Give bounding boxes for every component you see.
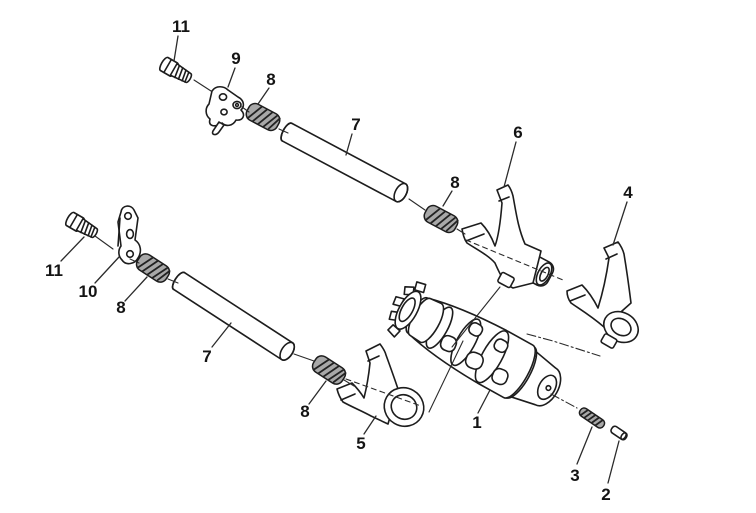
callout-1: 1: [472, 413, 481, 432]
part-spring-mid-right: [420, 202, 462, 236]
callout-6: 6: [513, 123, 522, 142]
callout-4: 4: [623, 183, 633, 202]
part-spring-left: [132, 250, 174, 286]
callout-11-upper: 11: [172, 17, 190, 36]
part-fork-guide-bar-upper: [277, 120, 412, 205]
alignment-lines: [94, 79, 601, 413]
callout-8-lowermid: 8: [300, 402, 309, 421]
part-bolt-upper: [157, 55, 195, 87]
part-shift-fork-center: [461, 184, 564, 289]
callout-10: 10: [79, 282, 98, 301]
part-stopper-plate-lower: [117, 205, 142, 265]
part-stopper-plate-upper: [205, 85, 245, 136]
callout-7-upper: 7: [351, 115, 360, 134]
part-fork-guide-bar-lower: [169, 269, 299, 364]
callout-8-upper: 8: [266, 70, 275, 89]
callout-7-lower: 7: [202, 347, 211, 366]
callout-9: 9: [231, 49, 240, 68]
part-return-spring: [578, 407, 606, 429]
part-shift-cam-drum: [387, 281, 562, 407]
callout-3: 3: [570, 466, 579, 485]
part-spring-lower-mid: [308, 352, 350, 388]
drum-center-hole: [545, 384, 552, 392]
part-shift-fork-left: [336, 343, 425, 428]
callout-labels: 11 9 8 7 8 6 4 11 10 8 7 8 5 1 3 2: [45, 17, 633, 504]
fork-boss: [383, 386, 425, 428]
callout-5: 5: [356, 434, 365, 453]
part-dowel-pin: [610, 425, 628, 441]
part-shift-fork-right: [566, 241, 639, 349]
callout-8-midright: 8: [450, 173, 459, 192]
callout-2: 2: [601, 485, 610, 504]
leader-lines: [60, 35, 628, 484]
part-spring-upper: [242, 100, 284, 134]
callout-8-left: 8: [116, 298, 125, 317]
callout-11-lower: 11: [45, 261, 63, 280]
fork-eye: [603, 310, 639, 344]
